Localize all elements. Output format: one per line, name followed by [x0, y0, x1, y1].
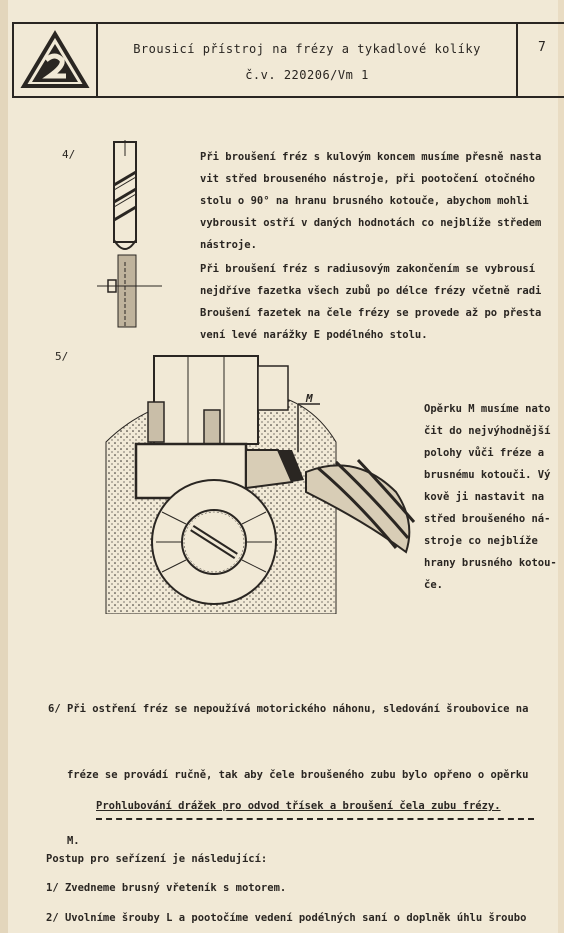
drawing-number: č.v. 220206/Vm 1 [245, 68, 369, 82]
text-line: nástroje. [200, 239, 257, 251]
section-4-paragraph-2: Při broušení fréz s radiusovým zakončení… [200, 258, 541, 346]
section-5-number: 5/ [55, 350, 69, 363]
document-title: Brousicí přístroj na frézy a tykadlové k… [133, 42, 481, 56]
section-5-caption: Opěrku M musíme nato čit do nejvýhodnějš… [424, 398, 557, 596]
text-line: vení levé narážky E podélného stolu. [200, 329, 428, 341]
text-line: brusnému kotouči. Vý [424, 469, 551, 481]
text-line: vybrousit ostří v daných hodnotách co ne… [200, 217, 542, 229]
title-block: Brousicí přístroj na frézy a tykadlové k… [12, 22, 564, 98]
text-line: čit do nejvýhodnější [424, 425, 551, 437]
text-line: Při broušení fréz s radiusovým zakončení… [200, 263, 536, 275]
page-edge-left [0, 0, 8, 933]
text-line: Při broušení fréz s kulovým koncem musím… [200, 151, 542, 163]
text-line: střed broušeného ná- [424, 513, 551, 525]
procedure-intro: Postup pro seřízení je následující: [46, 853, 268, 865]
text-line: nejdříve fazetka všech zubů po délce fré… [200, 285, 542, 297]
heading-dashed-rule [96, 818, 534, 820]
ball-end-mill-figure [97, 140, 162, 328]
text-line: polohy vůči fréze a [424, 447, 545, 459]
text-line: Broušení fazetek na čele frézy se proved… [200, 307, 542, 319]
text-line: stroje co nejblíže [424, 535, 538, 547]
section-6-paragraph: 6/ Při ostření fréz se nepoužívá motoric… [48, 654, 528, 896]
text-line: Opěrku M musíme nato [424, 403, 551, 415]
procedure-step-2: 2/ Uvolníme šrouby L a pootočíme vedení … [46, 912, 527, 924]
text-line: M. [48, 835, 80, 847]
section-4-number: 4/ [62, 148, 76, 161]
text-line: stolu o 90° na hranu brusného kotouče, a… [200, 195, 529, 207]
text-line: 6/ Při ostření fréz se nepoužívá motoric… [48, 703, 529, 715]
title-cell: Brousicí přístroj na frézy a tykadlové k… [98, 24, 518, 96]
section-4-paragraph-1: Při broušení fréz s kulovým koncem musím… [200, 146, 541, 256]
text-line: kově ji nastavit na [424, 491, 545, 503]
text-line: če. [424, 579, 443, 591]
logo-cell [14, 24, 98, 96]
tool-rest-figure [105, 355, 416, 614]
page-edge-right [558, 0, 564, 933]
rest-label-m: M [306, 392, 313, 405]
procedure-step-1: 1/ Zvedneme brusný vřeteník s motorem. [46, 882, 287, 894]
page-number: 7 [538, 40, 546, 55]
text-line: vit střed brouseného nástroje, při pooto… [200, 173, 536, 185]
text-line: fréze se provádí ručně, tak aby čele bro… [48, 769, 529, 781]
text-line: hrany brusného kotou- [424, 557, 557, 569]
section-heading: Prohlubování drážek pro odvod třísek a b… [96, 800, 501, 812]
company-logo-icon [20, 30, 90, 88]
